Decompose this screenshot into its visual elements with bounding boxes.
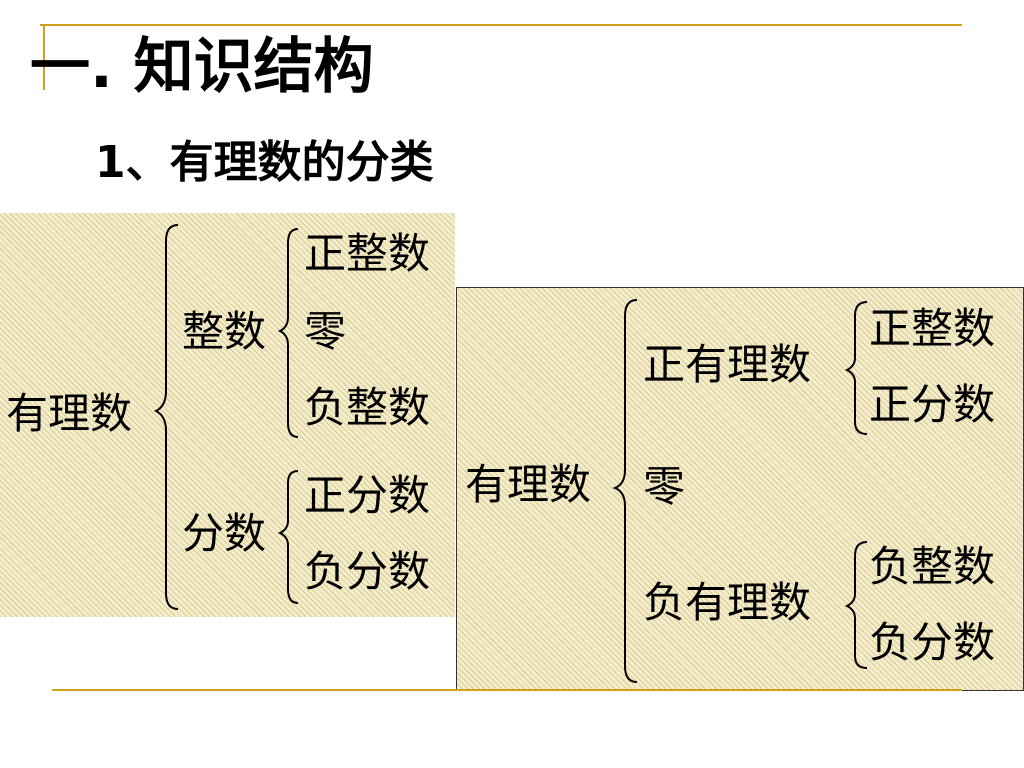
left-accent-rule: [43, 24, 45, 90]
positive-rational-brace: [844, 301, 868, 435]
positive-rational-label: 正有理数: [643, 340, 812, 389]
negative-integer-label: 负整数: [869, 542, 996, 591]
positive-integer-label: 正整数: [304, 229, 431, 278]
root-label: 有理数: [6, 389, 133, 438]
positive-fraction-label: 正分数: [304, 471, 431, 520]
integer-brace: [277, 228, 299, 438]
root-brace: [153, 224, 179, 610]
zero-label: 零: [643, 462, 686, 511]
root-brace: [612, 299, 638, 683]
root-label: 有理数: [465, 460, 592, 509]
negative-fraction-label: 负分数: [304, 547, 431, 596]
integer-label: 整数: [182, 307, 267, 356]
top-rule: [40, 24, 962, 26]
positive-integer-label: 正整数: [869, 304, 996, 353]
negative-rational-label: 负有理数: [643, 578, 812, 627]
bottom-rule: [52, 689, 962, 691]
classification-by-type-panel: 有理数 整数 正整数 零 负整数 分数 正分数 负分数: [0, 213, 455, 617]
positive-fraction-label: 正分数: [869, 380, 996, 429]
left-braces: [153, 224, 299, 610]
negative-integer-label: 负整数: [304, 383, 431, 432]
fraction-brace: [277, 470, 299, 604]
classification-by-sign-panel: 有理数 正有理数 正整数 正分数 零 负有理数 负整数 负分数: [456, 287, 1024, 691]
zero-label: 零: [304, 307, 347, 356]
negative-rational-brace: [844, 541, 868, 669]
fraction-label: 分数: [182, 509, 267, 558]
right-braces: [612, 299, 868, 683]
slide-subtitle: 1、有理数的分类: [95, 137, 434, 188]
negative-fraction-label: 负分数: [869, 618, 996, 667]
slide-title: 一. 知识结构: [30, 32, 374, 102]
